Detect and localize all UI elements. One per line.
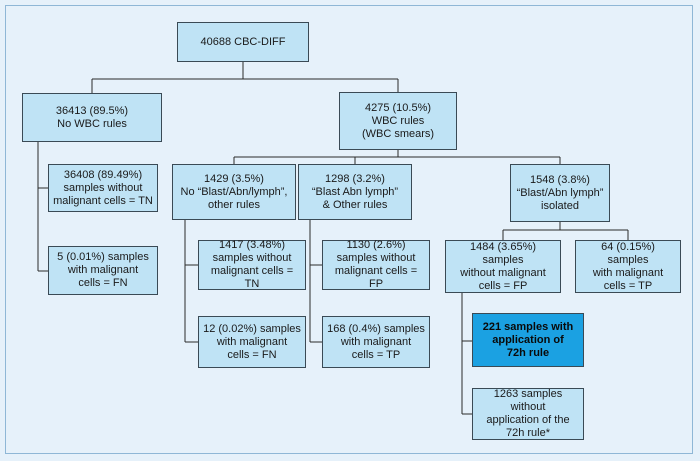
node-root: 40688 CBC-DIFF	[177, 22, 309, 62]
node-no-wbc-tn: 36408 (89.49%) samples without malignant…	[48, 164, 158, 212]
node-no-blast-fn: 12 (0.02%) samples with malignant cells …	[198, 316, 306, 368]
node-blast-other: 1298 (3.2%) “Blast Abn lymph” & Other ru…	[298, 164, 412, 220]
node-no-wbc-fn: 5 (0.01%) samples with malignant cells =…	[48, 246, 158, 295]
node-blast-other-fp: 1130 (2.6%) samples without malignant ce…	[322, 239, 430, 290]
node-blast-other-tp: 168 (0.4%) samples with malignant cells …	[322, 316, 430, 368]
node-isolated-fp: 1484 (3.65%) samples without malignant c…	[445, 240, 561, 293]
node-72h-rule: 221 samples with application of 72h rule	[472, 313, 584, 367]
diagram-frame	[5, 5, 693, 454]
node-no-72h-rule: 1263 samples without application of the …	[472, 388, 584, 440]
node-isolated-tp: 64 (0.15%) samples with malignant cells …	[575, 240, 681, 293]
node-no-wbc-rules: 36413 (89.5%) No WBC rules	[22, 93, 162, 142]
node-no-blast: 1429 (3.5%) No “Blast/Abn/lymph”, other …	[172, 164, 296, 220]
node-blast-isolated: 1548 (3.8%) “Blast/Abn lymph” isolated	[510, 164, 610, 222]
node-no-blast-tn: 1417 (3.48%) samples without malignant c…	[198, 239, 306, 290]
node-wbc-rules: 4275 (10.5%) WBC rules (WBC smears)	[339, 92, 457, 150]
